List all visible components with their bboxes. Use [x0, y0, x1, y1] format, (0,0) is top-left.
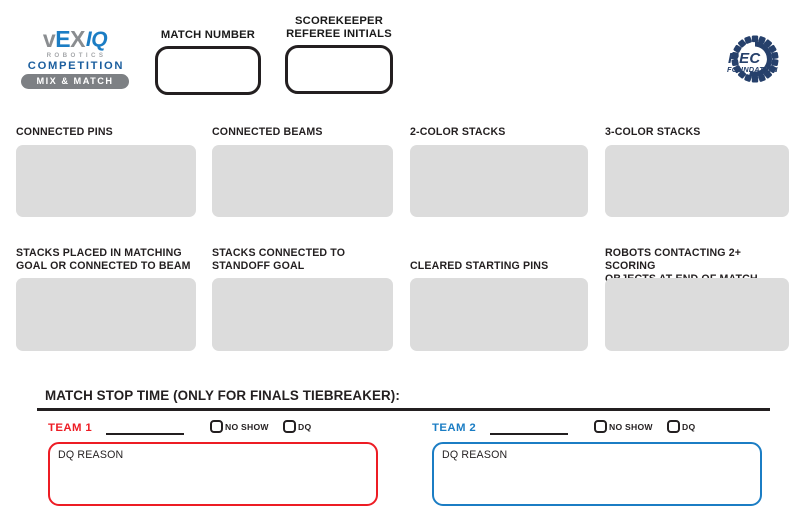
score-input-stacks-placed-matching-goal[interactable]: [16, 278, 196, 351]
team-1-dq-reason-label: DQ REASON: [58, 449, 124, 461]
vex-wordmark-text: vEX: [43, 26, 85, 52]
team-1-no-show-label: NO SHOW: [225, 421, 269, 432]
team-2-label: TEAM 2: [432, 422, 477, 434]
rec-foundation-logo: REC FOUNDATION: [722, 33, 788, 85]
scorekeeper-label-line1: SCOREKEEPER: [295, 15, 383, 27]
score-label-cleared-starting-pins: CLEARED STARTING PINS: [410, 260, 549, 272]
iq-wordmark-text: IQ: [85, 28, 108, 51]
robotics-subtitle: ROBOTICS: [46, 52, 107, 59]
team-2-dq-group[interactable]: DQ: [667, 420, 695, 433]
team-1-row: TEAM 1 NO SHOW DQ: [48, 420, 378, 440]
score-input-connected-beams[interactable]: [212, 145, 393, 217]
team-2-dq-label: DQ: [682, 421, 696, 432]
team-1-dq-group[interactable]: DQ: [283, 420, 311, 433]
team-1-dq-label: DQ: [298, 421, 312, 432]
page-header: vEXIQ ROBOTICS COMPETITION MIX & MATCH M…: [0, 0, 804, 112]
vex-letter-v: v: [42, 26, 56, 52]
team-1-dq-checkbox[interactable]: [283, 420, 296, 433]
vex-letter-e: E: [55, 26, 71, 52]
team-2-block: TEAM 2 NO SHOW DQ DQ REASON: [432, 420, 762, 506]
team-2-row: TEAM 2 NO SHOW DQ: [432, 420, 762, 440]
rec-wordmark: REC: [728, 50, 761, 67]
team-2-no-show-label: NO SHOW: [609, 421, 653, 432]
score-label-stacks-connected-standoff-goal: STACKS CONNECTED TO STANDOFF GOAL: [212, 247, 346, 272]
score-label-connected-pins: CONNECTED PINS: [16, 126, 113, 138]
team-1-block: TEAM 1 NO SHOW DQ DQ REASON: [48, 420, 378, 506]
team-2-dq-checkbox[interactable]: [667, 420, 680, 433]
score-label-3-color-stacks: 3-COLOR STACKS: [605, 126, 701, 138]
team-2-dq-reason-label: DQ REASON: [442, 449, 508, 461]
vex-iq-competition-logo: vEXIQ ROBOTICS COMPETITION MIX & MATCH: [14, 28, 136, 89]
team-2-number-input[interactable]: [490, 433, 568, 435]
score-input-stacks-connected-standoff-goal[interactable]: [212, 278, 393, 351]
scorekeeper-initials-input[interactable]: [285, 45, 393, 94]
score-input-cleared-starting-pins[interactable]: [410, 278, 588, 351]
team-1-no-show-checkbox[interactable]: [210, 420, 223, 433]
match-stop-time-heading: MATCH STOP TIME (ONLY FOR FINALS TIEBREA…: [45, 388, 400, 403]
section-divider: [37, 408, 770, 411]
score-label-connected-beams: CONNECTED BEAMS: [212, 126, 323, 138]
team-1-label: TEAM 1: [48, 422, 93, 434]
scorekeeper-label-line2: REFEREE INITIALS: [286, 28, 392, 40]
team-1-number-input[interactable]: [106, 433, 184, 435]
vex-letter-x: X: [70, 26, 85, 52]
score-input-2-color-stacks[interactable]: [410, 145, 588, 217]
score-input-3-color-stacks[interactable]: [605, 145, 789, 217]
score-label-stacks-placed-matching-goal: STACKS PLACED IN MATCHING GOAL OR CONNEC…: [16, 247, 191, 272]
team-2-no-show-group[interactable]: NO SHOW: [594, 420, 653, 433]
team-1-no-show-group[interactable]: NO SHOW: [210, 420, 269, 433]
match-number-input[interactable]: [155, 46, 261, 95]
rec-foundation-gear-icon: REC FOUNDATION: [727, 35, 779, 83]
match-stop-time-section: MATCH STOP TIME (ONLY FOR FINALS TIEBREA…: [0, 378, 804, 513]
competition-subtitle: COMPETITION: [27, 60, 125, 72]
team-2-no-show-checkbox[interactable]: [594, 420, 607, 433]
team-2-dq-reason-box[interactable]: DQ REASON: [432, 442, 762, 506]
score-label-2-color-stacks: 2-COLOR STACKS: [410, 126, 506, 138]
vex-iq-wordmark: vEXIQ: [14, 26, 136, 52]
rec-foundation-subtitle: FOUNDATION: [727, 65, 778, 74]
team-1-dq-reason-box[interactable]: DQ REASON: [48, 442, 378, 506]
score-input-robots-contacting-scoring-objects[interactable]: [605, 278, 789, 351]
score-input-connected-pins[interactable]: [16, 145, 196, 217]
scorekeeper-referee-initials-field: SCOREKEEPER REFEREE INITIALS: [285, 15, 393, 94]
match-number-field: MATCH NUMBER: [155, 29, 261, 95]
program-badge-mix-and-match: MIX & MATCH: [21, 74, 129, 89]
match-number-label: MATCH NUMBER: [160, 29, 256, 41]
